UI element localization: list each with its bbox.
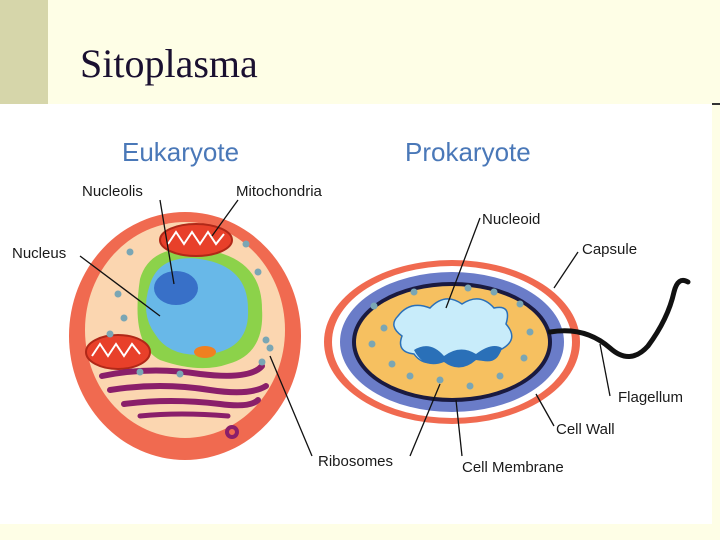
prokaryote-cell (324, 260, 691, 424)
label-flagellum: Flagellum (618, 389, 683, 406)
page-title: Sitoplasma (80, 41, 258, 86)
label-capsule: Capsule (582, 241, 637, 258)
golgi-apparatus (99, 363, 269, 439)
label-ribosomes: Ribosomes (318, 453, 393, 470)
mitochondrion-top (159, 223, 233, 257)
title-side-bar (0, 0, 48, 104)
nucleus-body (146, 258, 249, 355)
bottom-strip (0, 524, 720, 540)
prokaryote-ribosomes (368, 284, 534, 390)
heading-eukaryote: Eukaryote (122, 137, 239, 167)
cell-diagram-area: Eukaryote Prokaryote (0, 104, 712, 524)
label-nucleolis: Nucleolis (82, 183, 143, 200)
label-nucleus: Nucleus (12, 245, 66, 262)
divider-tick (712, 103, 720, 105)
centrosome (194, 346, 216, 358)
nucleolus (154, 271, 198, 305)
label-nucleoid: Nucleoid (482, 211, 540, 228)
heading-prokaryote: Prokaryote (405, 137, 531, 167)
label-mitochondria: Mitochondria (236, 183, 323, 200)
label-cell-wall: Cell Wall (556, 421, 615, 438)
flagellum-tail (547, 277, 691, 359)
leader-lines (79, 199, 611, 457)
mitochondrion-left (85, 334, 151, 370)
eukaryote-cell (69, 212, 301, 460)
nucleoid-dna (414, 346, 502, 368)
eukaryote-ribosomes (106, 240, 274, 378)
label-cell-membrane: Cell Membrane (462, 459, 564, 476)
cell-diagram: Eukaryote Prokaryote (12, 137, 691, 476)
